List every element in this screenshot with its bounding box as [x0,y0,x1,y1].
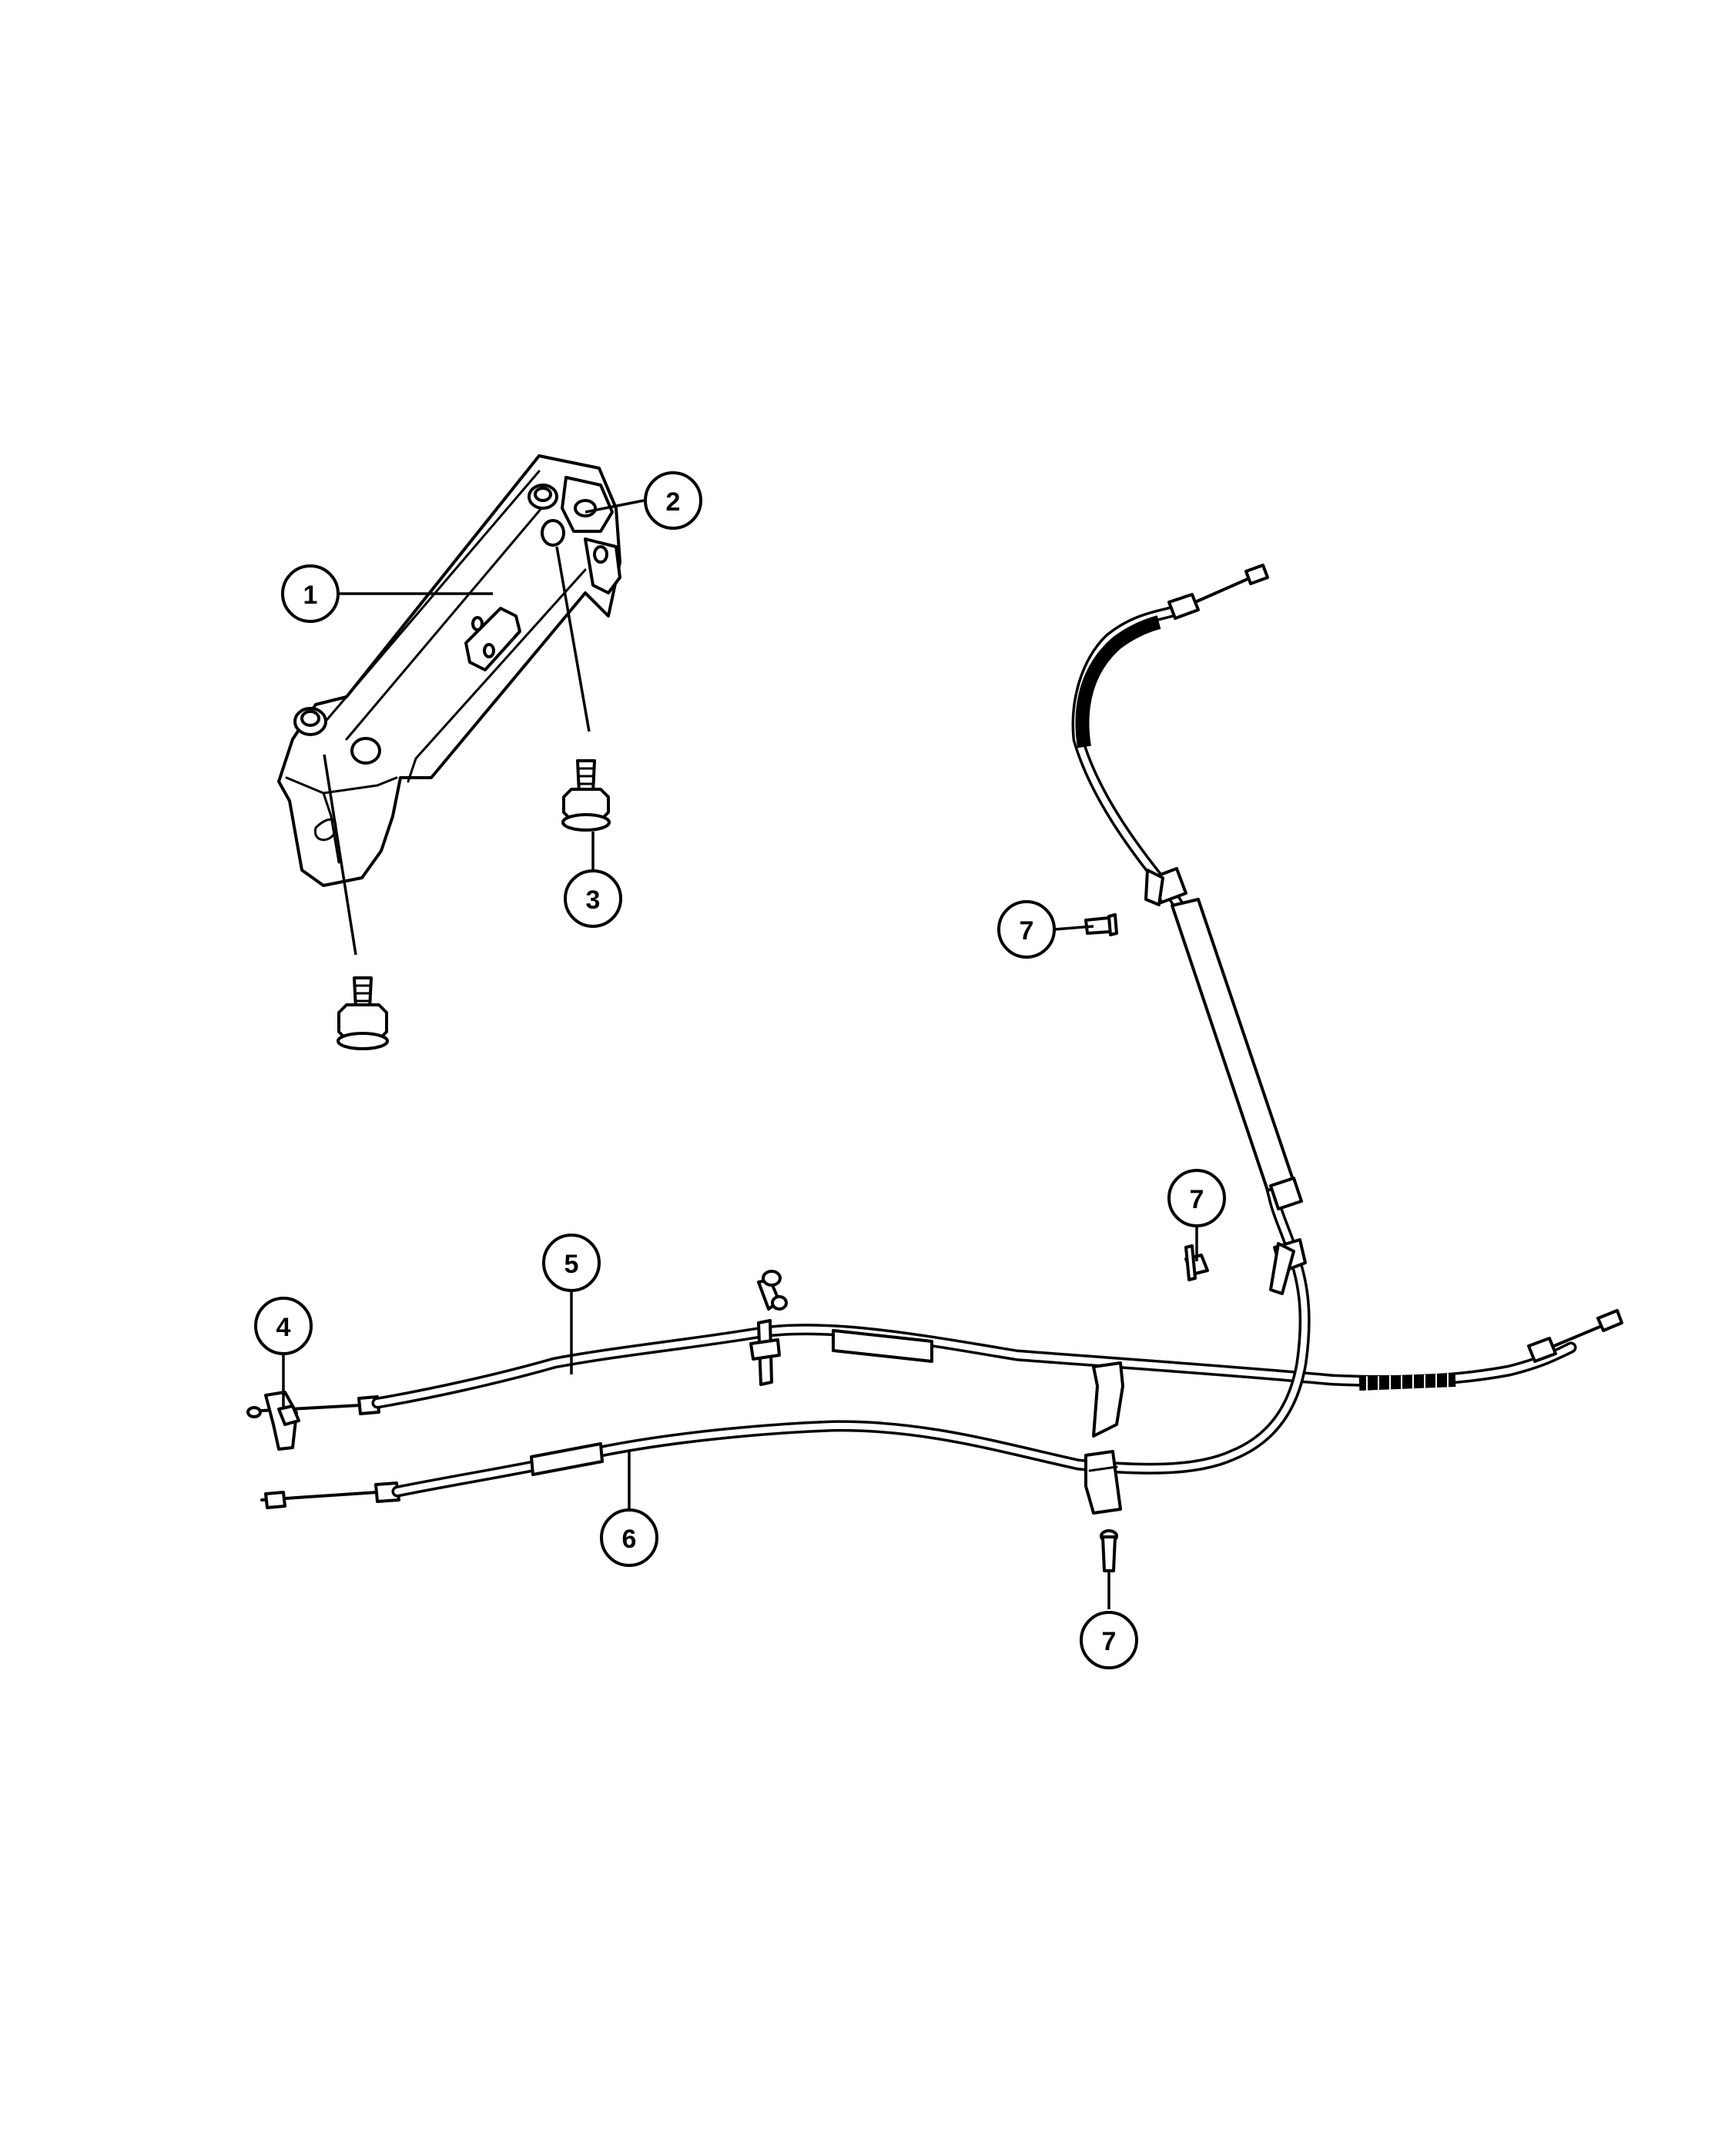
svg-text:1: 1 [303,581,318,610]
cable-clip-branch-upper [1144,869,1164,906]
callout-7-middle: 7 [1167,1169,1226,1227]
callout-5: 5 [542,1234,601,1292]
svg-text:5: 5 [564,1250,579,1279]
cable-clip-right-upper [1092,1361,1124,1438]
leader-lines [282,499,1198,1609]
push-pin-lower [1100,1529,1118,1572]
callout-6: 6 [600,1508,658,1567]
callout-1: 1 [281,564,340,623]
bracket [277,454,621,887]
cable-6-rear [260,1249,1311,1509]
svg-text:6: 6 [622,1525,637,1554]
cable-bracket-4 [246,1391,300,1451]
svg-text:4: 4 [276,1313,291,1342]
cable-clip-mid-upper [749,1270,788,1386]
cable-clip-branch-lower [1269,1242,1295,1295]
svg-text:7: 7 [1190,1185,1204,1214]
callout-7-upper: 7 [997,900,1056,959]
callout-2: 2 [644,471,702,530]
svg-text:7: 7 [1102,1627,1117,1656]
bolt-lower [337,976,389,1050]
callout-7-lower: 7 [1080,1611,1138,1669]
cable-5-front [260,1309,1623,1415]
svg-text:3: 3 [586,886,601,915]
svg-text:2: 2 [666,487,681,517]
callout-3: 3 [564,869,622,928]
cable-clip-right-lower [1084,1450,1122,1515]
push-pin-upper [1084,913,1118,936]
bolt-upper [561,759,611,832]
svg-text:7: 7 [1020,916,1034,946]
callout-4: 4 [254,1297,313,1355]
